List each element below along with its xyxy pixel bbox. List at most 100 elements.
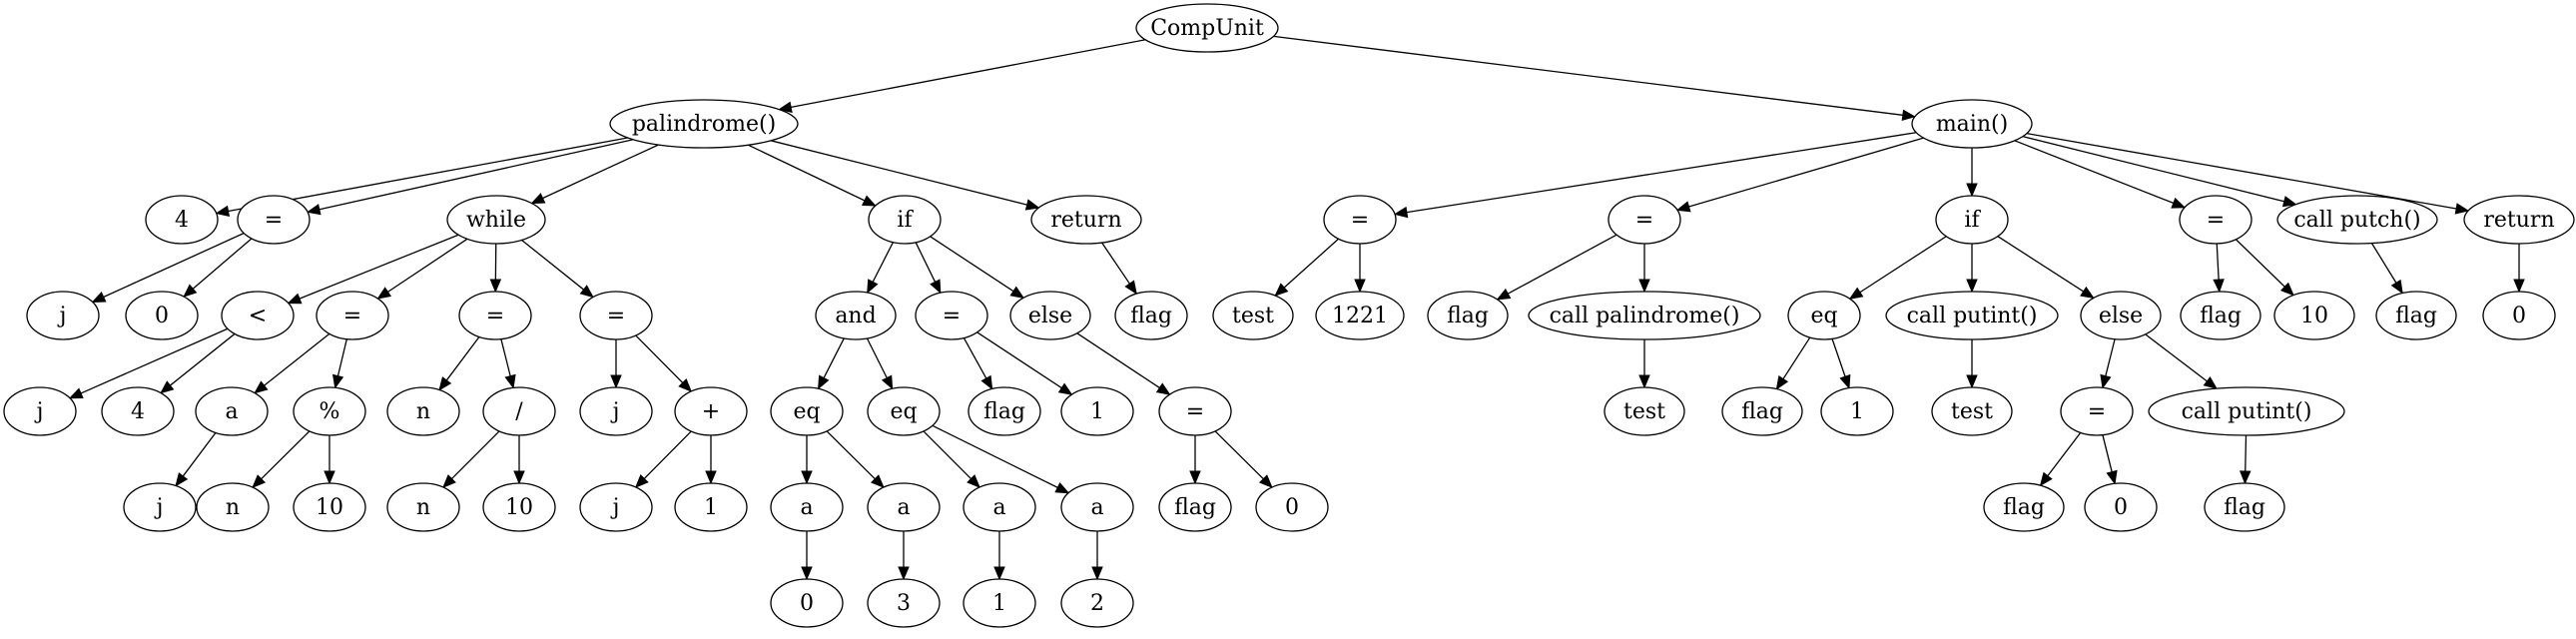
arrowhead	[308, 205, 321, 215]
node-label: flag	[2200, 304, 2242, 328]
node-label: else	[1028, 304, 1072, 328]
node-test: test	[1213, 292, 1293, 339]
node-label: =	[1635, 208, 1653, 233]
edge-n6-n30	[916, 243, 941, 293]
node-label: call putint()	[2182, 399, 2312, 424]
edge-n1-n5	[532, 145, 659, 204]
arrowhead	[1010, 288, 1023, 299]
node-label: flag	[2395, 304, 2437, 328]
node-n: n	[387, 387, 459, 435]
edge-n30-n42	[964, 338, 991, 389]
edge-line	[262, 431, 310, 479]
edge-n51-n71	[2236, 240, 2293, 296]
node-flag: flag	[1984, 483, 2064, 531]
node-label: =	[265, 208, 283, 233]
arrowhead	[1190, 471, 1200, 483]
edge-line	[824, 338, 844, 378]
arrowhead	[1025, 200, 1038, 210]
node-label: 2	[1090, 591, 1104, 616]
edge-n11-n17	[333, 339, 347, 388]
node-label: CompUnit	[1150, 16, 1264, 41]
arrowhead	[217, 207, 230, 217]
edge-line	[2103, 435, 2112, 472]
node-2: 2	[1061, 579, 1133, 627]
edge-n22-n23	[443, 431, 499, 487]
node-label: 1	[992, 591, 1006, 616]
node-label: 4	[131, 399, 145, 424]
node-label: if	[1964, 208, 1981, 233]
edge-line	[193, 239, 252, 289]
edge-line	[748, 145, 865, 201]
node-divide: /	[483, 387, 555, 435]
edge-n32-n34	[802, 435, 812, 483]
node-0: 0	[1256, 483, 1328, 531]
node-flag: flag	[968, 387, 1040, 435]
node-assign: =	[2061, 387, 2133, 435]
node-call-palindrome: call palindrome()	[1529, 292, 1760, 339]
node-flag: flag	[1159, 483, 1231, 531]
arrowhead	[981, 376, 991, 389]
node-call-putint: call putint()	[1886, 292, 2058, 339]
edge-n48-n54	[1275, 239, 1338, 296]
edge-line	[791, 40, 1145, 108]
node-if: if	[1936, 196, 2008, 244]
edge-line	[1508, 235, 1616, 294]
node-j: j	[580, 387, 652, 435]
edge-line	[265, 333, 329, 385]
arrowhead	[931, 280, 941, 293]
node-label: call palindrome()	[1550, 304, 1740, 328]
node-label: a	[225, 399, 238, 424]
arrowhead	[289, 295, 302, 304]
edge-line	[1998, 237, 2084, 292]
edge-line	[931, 237, 1013, 292]
edge-n49-n56	[1498, 235, 1616, 300]
node-label: n	[226, 495, 240, 520]
arrowhead	[176, 473, 187, 486]
edge-line	[451, 431, 499, 479]
arrowhead	[2241, 471, 2251, 483]
edge-n61-n65	[2101, 339, 2115, 388]
node-flag: flag	[1115, 292, 1187, 339]
node-flag: flag	[2376, 292, 2456, 339]
arrowhead	[70, 388, 83, 397]
node-label: a	[800, 495, 813, 520]
node-test: test	[1605, 387, 1684, 435]
node-label: =	[1351, 208, 1369, 233]
node-plus: +	[675, 387, 747, 435]
edge-line	[1215, 431, 1263, 479]
edge-line	[2236, 240, 2284, 287]
node-label: <	[249, 304, 267, 328]
node-assign: =	[916, 292, 987, 339]
node-eq: eq	[868, 387, 940, 435]
node-a: a	[196, 387, 268, 435]
node-label: 1	[704, 495, 718, 520]
arrowhead	[324, 471, 334, 483]
edge-line	[1077, 333, 1160, 388]
edge-n36-n40	[994, 531, 1004, 579]
node-return: return	[1031, 196, 1141, 244]
node-j: j	[124, 483, 196, 531]
node-a: a	[868, 483, 940, 531]
arrowhead	[611, 375, 621, 387]
arrowhead	[1776, 376, 1787, 389]
edge-n1-n6	[748, 145, 875, 206]
node-1: 1	[1061, 387, 1133, 435]
edge-line	[873, 243, 893, 283]
edge-line	[2246, 435, 2247, 471]
arrowhead	[2172, 199, 2185, 208]
edge-n7-n47	[1102, 243, 1137, 294]
node-label: flag	[2224, 495, 2265, 520]
edge-line	[183, 432, 216, 475]
edge-line	[2217, 244, 2219, 280]
edge-n31-n44	[1077, 333, 1170, 394]
node-0: 0	[771, 579, 843, 627]
node-flag: flag	[1722, 387, 1802, 435]
arrowhead	[863, 196, 876, 206]
node-1: 1	[964, 579, 1035, 627]
node-label: 1221	[1332, 304, 1388, 328]
arrowhead	[2392, 281, 2403, 294]
arrowhead	[802, 471, 812, 483]
node-label: 3	[897, 591, 911, 616]
node-label: 0	[2512, 304, 2526, 328]
edge-line	[337, 339, 346, 376]
